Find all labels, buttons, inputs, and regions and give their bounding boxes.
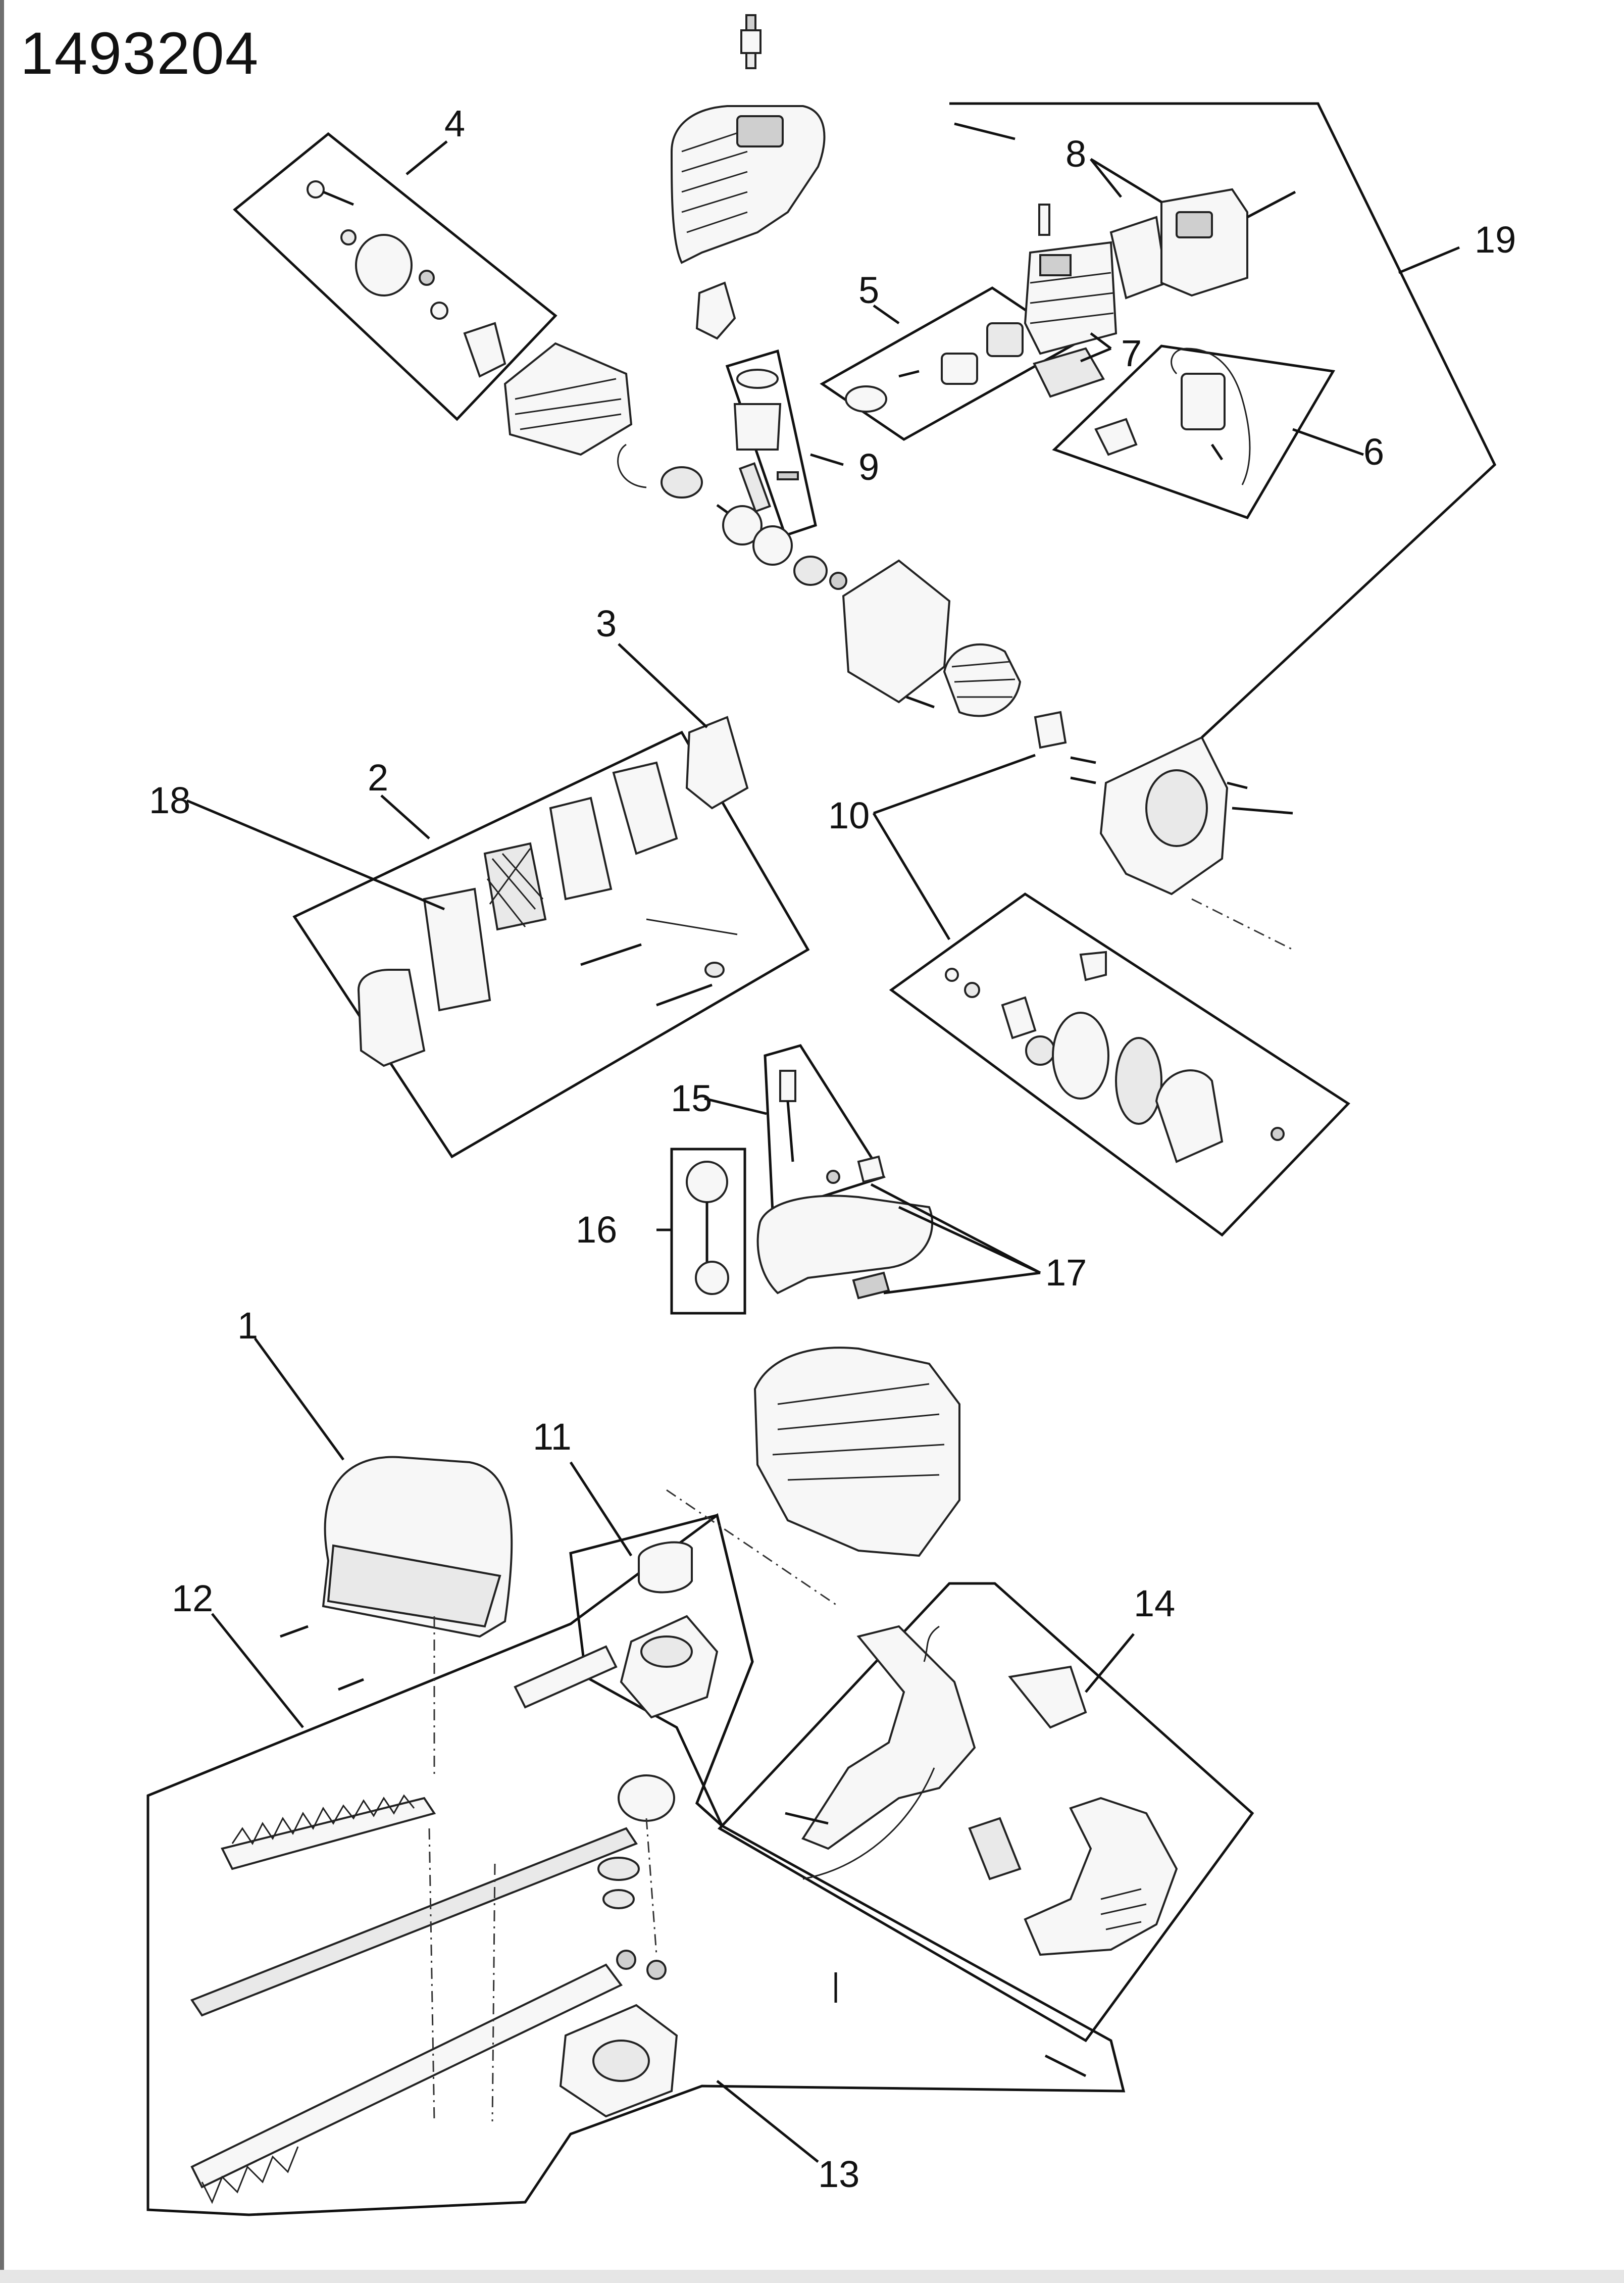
- callout-9: 9: [858, 446, 879, 488]
- callout-7: 7: [1121, 332, 1142, 374]
- rear-handle-parts: [785, 1625, 1178, 2077]
- crankcase-half: [503, 342, 633, 456]
- engine-assembly: [753, 1347, 960, 1557]
- cylinder-bolt: [1038, 204, 1050, 236]
- fuel-line-parts: [779, 1070, 885, 1184]
- callout-1: 1: [237, 1305, 258, 1347]
- crankshaft: [716, 462, 793, 566]
- ignition-parts: [1094, 348, 1251, 485]
- callout-labels: 1 2 3 4 5 6 7 8 9 10 11 12 13 14 15 16 1…: [149, 103, 1516, 2195]
- clutch-parts: [307, 180, 506, 378]
- bearing-left: [661, 466, 703, 499]
- group-box-11: [569, 1513, 754, 1827]
- group-box-14: [718, 1582, 1254, 2043]
- callout-15: 15: [671, 1077, 712, 1119]
- handle-bolt-2: [338, 1678, 364, 1691]
- callout-18: 18: [149, 779, 190, 821]
- callout-5: 5: [858, 269, 879, 311]
- cylinder-gasket: [1033, 347, 1105, 398]
- gear-cup: [638, 1541, 693, 1594]
- blade-guide-plate: [514, 1645, 618, 1709]
- fuel-cap-parts: [686, 1161, 729, 1295]
- snap-ring: [602, 1889, 635, 1909]
- fuel-tank: [756, 1195, 934, 1295]
- callout-14: 14: [1134, 1582, 1175, 1624]
- muffler: [1160, 188, 1248, 297]
- callout-12: 12: [172, 1577, 213, 1619]
- piston-parts: [733, 369, 799, 480]
- callout-6: 6: [1363, 431, 1384, 473]
- group-box-2: [292, 730, 810, 1159]
- callout-8: 8: [1065, 133, 1086, 175]
- drive-gear: [618, 1774, 675, 1822]
- callout-2: 2: [368, 757, 388, 799]
- bearing-right: [793, 556, 828, 586]
- crankcase-gasket: [617, 443, 647, 488]
- insulator-parts: [845, 322, 1024, 413]
- callout-11: 11: [533, 1416, 572, 1458]
- group-box-6: [1052, 344, 1336, 520]
- callout-3: 3: [596, 603, 617, 644]
- hedge-blades: [190, 1616, 638, 2204]
- cover-tab: [695, 281, 736, 340]
- bottom-border: [0, 2270, 1624, 2283]
- seal-right: [829, 572, 847, 590]
- callout-16: 16: [576, 1209, 617, 1251]
- callout-19: 19: [1475, 219, 1516, 261]
- callout-13: 13: [818, 2153, 859, 2195]
- left-border: [0, 0, 4, 2283]
- crank-ring: [597, 1857, 640, 1881]
- crankcase-screw: [906, 696, 935, 709]
- callout-10: 10: [828, 795, 870, 836]
- drawing-number: 1493204: [20, 20, 260, 87]
- muffler-bolt: [1246, 190, 1296, 219]
- carburetor: [685, 716, 749, 810]
- alignment-line-engine: [666, 1489, 839, 1607]
- callout-4: 4: [444, 103, 465, 144]
- starter-pawl-parts: [1034, 711, 1096, 784]
- muffler-gasket: [1109, 216, 1168, 300]
- crankcase-cover: [842, 559, 951, 704]
- spark-plug: [740, 14, 762, 69]
- recoil-starter-parts: [945, 951, 1285, 1163]
- engine-cover: [670, 105, 826, 264]
- group-box-9: [725, 349, 817, 537]
- handle-bolt-1: [280, 1625, 309, 1638]
- callout-17: 17: [1045, 1252, 1087, 1294]
- group-box-4: [233, 132, 557, 421]
- fuel-tank-grommet: [852, 1271, 890, 1300]
- cylinder: [1024, 241, 1118, 355]
- group-box-10: [889, 892, 1350, 1237]
- air-filter-parts: [357, 761, 738, 1067]
- leader-lines: [186, 102, 1497, 2163]
